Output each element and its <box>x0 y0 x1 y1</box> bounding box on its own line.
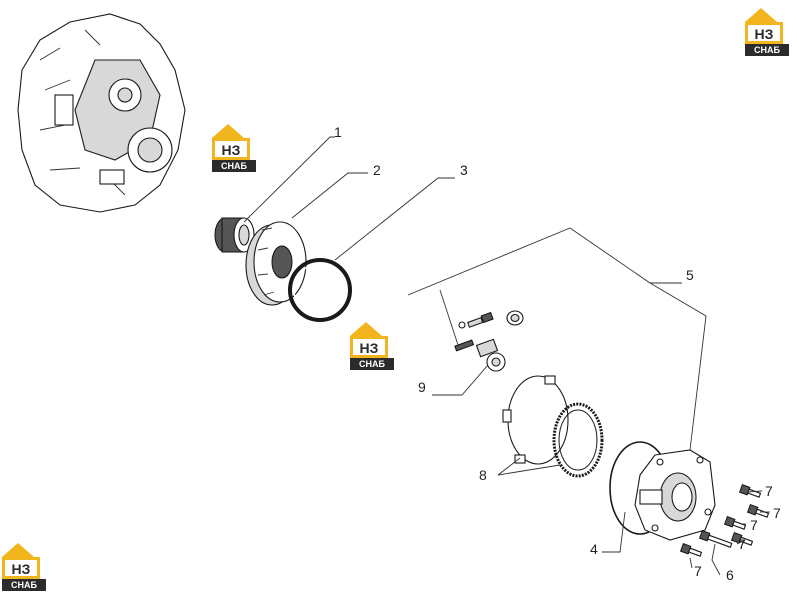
callout-7b: 7 <box>773 505 781 521</box>
callout-7a: 7 <box>765 483 773 499</box>
callout-5: 5 <box>686 267 694 283</box>
logo-top-right: НЗ СНАБ <box>745 8 789 56</box>
callout-3: 3 <box>460 162 468 178</box>
callout-4: 4 <box>590 541 598 557</box>
logo-text: НЗ <box>12 561 31 577</box>
logo-left-upper: НЗ СНАБ <box>212 124 256 172</box>
logo-subtext: СНАБ <box>221 161 247 171</box>
logo-center: НЗ СНАБ <box>350 322 394 370</box>
callout-2: 2 <box>373 162 381 178</box>
part-bearing <box>214 217 255 253</box>
callout-1: 1 <box>334 124 342 140</box>
logo-text: НЗ <box>222 142 241 158</box>
callout-7e: 7 <box>694 563 702 579</box>
part-cover-housing <box>634 449 716 541</box>
callout-7c: 7 <box>750 517 758 533</box>
callout-6: 6 <box>726 567 734 583</box>
part-bolts <box>679 484 770 557</box>
part-snap-ring <box>288 258 352 322</box>
transmission-housing <box>17 13 186 213</box>
callout-7d: 7 <box>738 536 746 552</box>
callout-8: 8 <box>479 467 487 483</box>
part-valve-kit <box>454 310 524 372</box>
logo-subtext: СНАБ <box>11 580 37 590</box>
logo-text: НЗ <box>755 26 774 42</box>
part-clutch-hub <box>245 221 307 306</box>
logo-text: НЗ <box>360 340 379 356</box>
part-friction-plates <box>502 375 604 478</box>
callout-9: 9 <box>418 379 426 395</box>
logo-bottom-left: НЗ СНАБ <box>2 543 46 591</box>
logo-subtext: СНАБ <box>754 45 780 55</box>
callout-labels: 1 2 3 4 5 6 7 7 7 7 7 8 9 <box>334 124 781 583</box>
leader-lines <box>243 136 770 576</box>
logo-subtext: СНАБ <box>359 359 385 369</box>
